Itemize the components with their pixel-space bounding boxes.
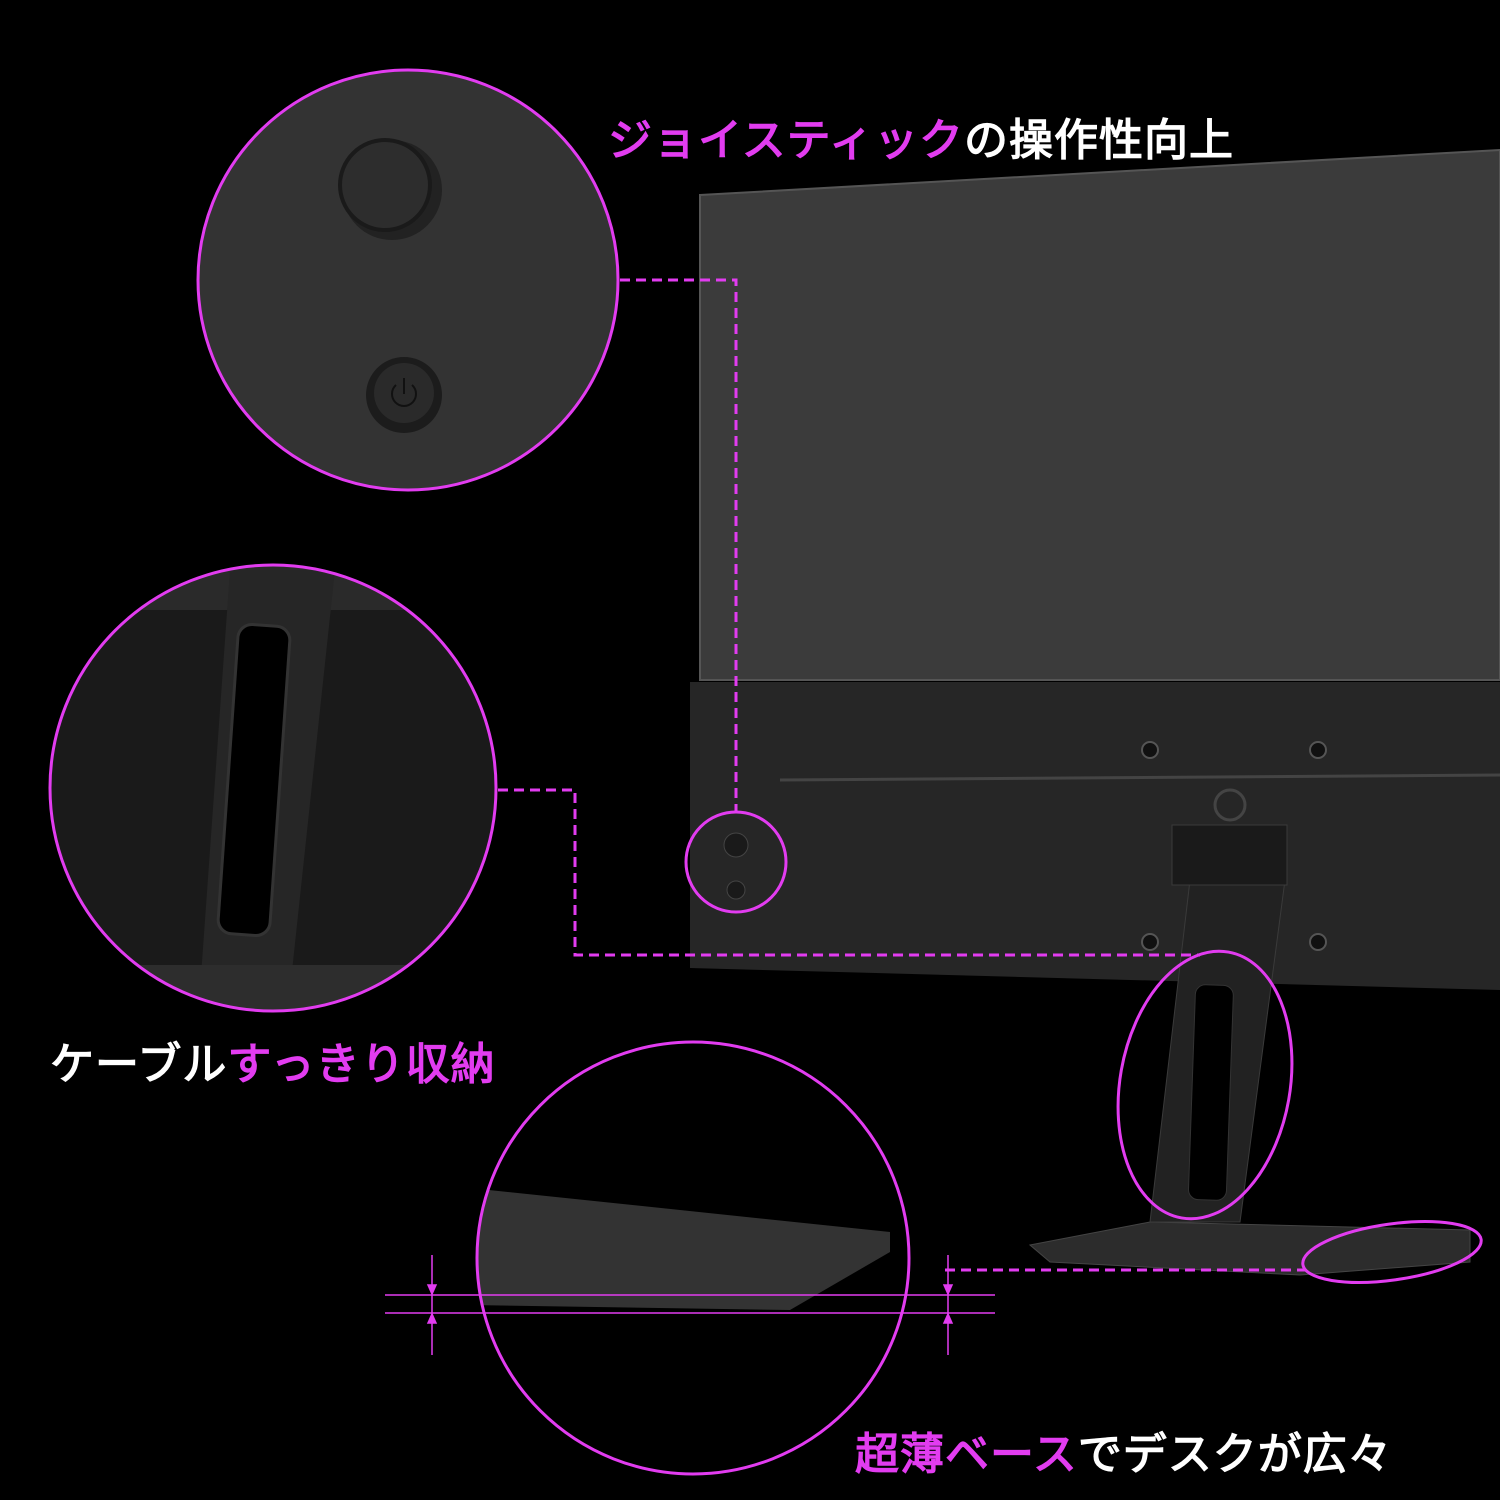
base-caption: 超薄ベースでデスクが広々 — [855, 1418, 1393, 1482]
connector-lines — [498, 278, 1305, 1272]
joystick-zoom-circle — [196, 68, 620, 492]
base-caption-rest: でデスクが広々 — [1077, 1429, 1393, 1480]
stand-highlight — [1116, 949, 1294, 1221]
cable-caption-highlight: すっきり収納 — [227, 1039, 496, 1090]
cable-zoom-circle — [48, 563, 498, 1013]
joystick-caption-highlight: ジョイスティック — [608, 115, 965, 166]
thickness-dimension — [385, 1255, 995, 1355]
joystick-caption-rest: の操作性向上 — [964, 115, 1235, 166]
power-button-icon — [726, 880, 746, 900]
joystick-caption: ジョイスティックの操作性向上 — [608, 104, 1234, 168]
base-highlight — [1301, 1220, 1483, 1284]
vesa-screws — [1141, 741, 1327, 951]
stand-base — [1028, 1221, 1471, 1276]
base-caption-highlight: 超薄ベース — [855, 1429, 1078, 1480]
monitor-lower-housing — [690, 682, 1500, 990]
monitor-back-panel — [699, 148, 1500, 681]
joystick-icon — [723, 832, 749, 858]
base-zoom-circle — [475, 1040, 911, 1476]
cable-caption: ケーブルすっきり収納 — [50, 1028, 496, 1092]
cable-caption-lead: ケーブル — [50, 1039, 228, 1090]
